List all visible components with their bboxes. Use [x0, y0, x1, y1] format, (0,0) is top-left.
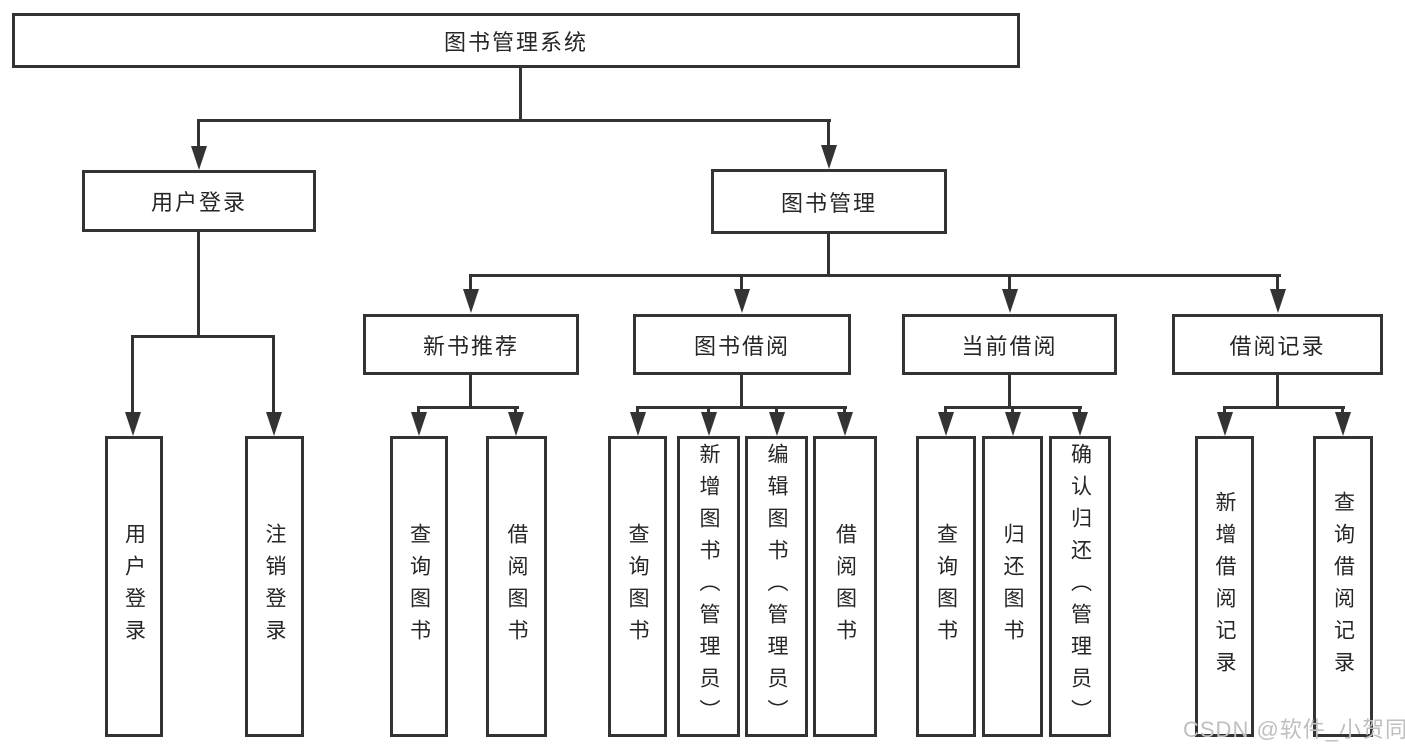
arrow-borrow-1: [630, 412, 646, 436]
connector-drop-borrow-records: [1276, 274, 1279, 292]
node-current-borrow-label: 当前借阅: [961, 333, 1058, 359]
connector-borrow-hline: [636, 406, 847, 409]
csdn-watermark: CSDN @软件_小贺同学: [1183, 717, 1405, 742]
connector-borrow-stem: [740, 375, 743, 409]
connector-drop-borrow-3: [775, 406, 778, 416]
leaf-user-login: 用户登录: [105, 436, 163, 737]
connector-drop-borrow-4: [843, 406, 846, 416]
connector-drop-leaf-user-login: [131, 335, 134, 415]
connector-drop-records-1: [1223, 406, 1226, 416]
leaf-add-book-admin-label: 新增图书（管理员）: [697, 442, 720, 731]
connector-root-stem: [519, 66, 522, 120]
leaf-logout: 注销登录: [245, 436, 304, 737]
leaf-add-book-admin: 新增图书（管理员）: [677, 436, 740, 737]
connector-login-hline: [131, 335, 275, 338]
arrow-user-login: [191, 146, 207, 170]
node-root: 图书管理系统: [12, 13, 1020, 68]
leaf-query-books-current: 查询图书: [916, 436, 976, 737]
node-borrow-records-label: 借阅记录: [1229, 333, 1326, 359]
node-user-login: 用户登录: [82, 170, 316, 232]
leaf-query-books-current-label: 查询图书: [934, 522, 958, 651]
node-book-management-label: 图书管理: [780, 190, 877, 216]
connector-login-stem: [197, 231, 200, 338]
connector-current-stem: [1008, 375, 1011, 409]
arrow-book-borrow: [734, 289, 750, 313]
arrow-records-2: [1335, 412, 1351, 436]
arrow-current-3: [1072, 412, 1088, 436]
arrow-leaf-user-login: [125, 412, 141, 436]
arrow-borrow-records: [1270, 289, 1286, 313]
arrow-leaf-logout: [266, 412, 282, 436]
leaf-query-books-recommend: 查询图书: [390, 436, 448, 737]
leaf-return-books: 归还图书: [982, 436, 1043, 737]
connector-drop-book-management: [827, 119, 830, 150]
connector-recommend-hline: [417, 406, 519, 409]
leaf-query-books-borrow: 查询图书: [608, 436, 667, 737]
connector-drop-current-3: [1078, 406, 1081, 416]
leaf-edit-book-admin: 编辑图书（管理员）: [745, 436, 808, 737]
leaf-borrow-books: 借阅图书: [813, 436, 877, 737]
connector-drop-borrow-2: [707, 406, 710, 416]
connector-recommend-stem: [469, 375, 472, 409]
node-book-borrow: 图书借阅: [633, 314, 851, 375]
connector-drop-borrow-1: [636, 406, 639, 416]
leaf-add-borrow-record: 新增借阅记录: [1195, 436, 1254, 737]
node-new-book-recommend-label: 新书推荐: [422, 333, 519, 359]
leaf-borrow-books-recommend-label: 借阅图书: [505, 522, 528, 651]
arrow-borrow-2: [701, 412, 717, 436]
node-new-book-recommend: 新书推荐: [363, 314, 579, 375]
node-root-label: 图书管理系统: [443, 29, 588, 55]
connector-drop-user-login: [197, 119, 200, 151]
leaf-user-login-label: 用户登录: [122, 522, 146, 651]
connector-records-stem: [1276, 375, 1279, 409]
leaf-confirm-return-admin-label: 确认归还（管理员）: [1068, 442, 1092, 731]
connector-drop-book-borrow: [740, 274, 743, 292]
connector-drop-leaf-logout: [272, 335, 275, 415]
leaf-return-books-label: 归还图书: [1001, 522, 1024, 651]
connector-drop-recommend-2: [514, 406, 517, 416]
node-book-borrow-label: 图书借阅: [693, 333, 790, 359]
arrow-book-management: [821, 145, 837, 169]
leaf-add-borrow-record-label: 新增借阅记录: [1213, 490, 1236, 683]
leaf-query-books-recommend-label: 查询图书: [407, 522, 431, 651]
node-user-login-label: 用户登录: [150, 190, 247, 215]
leaf-borrow-books-label: 借阅图书: [833, 522, 857, 651]
connector-root-hline: [197, 119, 831, 122]
arrow-recommend-1: [411, 412, 427, 436]
leaf-query-borrow-record-label: 查询借阅记录: [1331, 490, 1355, 683]
arrow-borrow-3: [769, 412, 785, 436]
arrow-recommend-2: [508, 412, 524, 436]
connector-mgmt-hline: [469, 274, 1281, 277]
arrow-new-book-recommend: [463, 289, 479, 313]
connector-mgmt-stem: [827, 234, 830, 277]
arrow-current-borrow: [1002, 289, 1018, 313]
connector-drop-records-2: [1341, 406, 1344, 416]
arrow-records-1: [1217, 412, 1233, 436]
arrow-current-2: [1005, 412, 1021, 436]
arrow-current-1: [938, 412, 954, 436]
leaf-edit-book-admin-label: 编辑图书（管理员）: [765, 442, 788, 731]
leaf-logout-label: 注销登录: [263, 522, 286, 651]
leaf-query-borrow-record: 查询借阅记录: [1313, 436, 1373, 737]
connector-drop-new-book-recommend: [469, 274, 472, 292]
arrow-borrow-4: [837, 412, 853, 436]
leaf-query-books-borrow-label: 查询图书: [626, 522, 649, 651]
node-borrow-records: 借阅记录: [1172, 314, 1383, 375]
node-current-borrow: 当前借阅: [902, 314, 1117, 375]
connector-drop-current-borrow: [1008, 274, 1011, 292]
connector-drop-current-2: [1011, 406, 1014, 416]
leaf-confirm-return-admin: 确认归还（管理员）: [1049, 436, 1111, 737]
node-book-management: 图书管理: [711, 169, 947, 234]
connector-records-hline: [1223, 406, 1345, 409]
connector-drop-recommend-1: [417, 406, 420, 416]
connector-drop-current-1: [944, 406, 947, 416]
leaf-borrow-books-recommend: 借阅图书: [486, 436, 547, 737]
